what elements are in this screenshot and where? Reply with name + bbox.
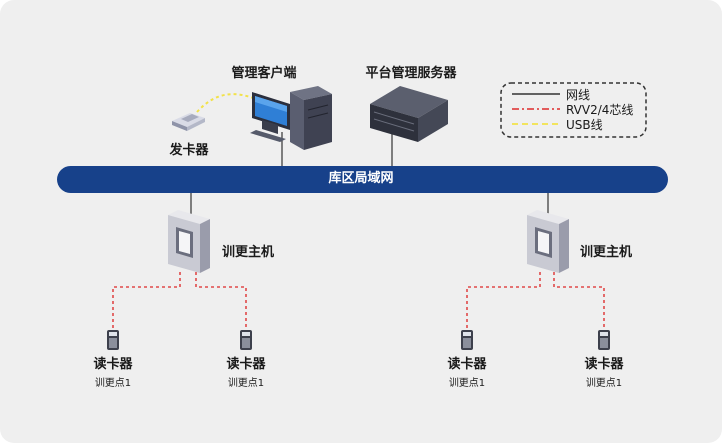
lan-bus	[57, 166, 668, 193]
legend-box	[500, 82, 647, 138]
reader-icon-3	[461, 330, 473, 350]
host-right-label: 训更主机	[580, 245, 633, 260]
usb-connection	[196, 93, 259, 113]
reader-1-label: 读卡器	[93, 357, 133, 372]
card-issuer-icon	[172, 113, 205, 131]
reader-2-sublabel: 训更点1	[227, 378, 265, 389]
reader-4-label: 读卡器	[584, 357, 624, 372]
rvv-line-left-a	[112, 272, 181, 330]
legend-network-label: 网线	[566, 88, 591, 102]
host-left-label: 训更主机	[222, 245, 275, 260]
lan-label: 库区局域网	[328, 171, 394, 186]
management-client-label: 管理客户端	[231, 66, 297, 81]
rvv-line-right-a	[466, 272, 541, 330]
card-issuer-label: 发卡器	[169, 143, 209, 158]
reader-icon-1	[107, 330, 119, 350]
reader-icon-4	[598, 330, 610, 350]
reader-icon-2	[240, 330, 252, 350]
legend-rvv-label: RVV2/4芯线	[566, 103, 634, 117]
rvv-line-left-b	[195, 272, 247, 330]
rvv-line-right-b	[553, 272, 605, 330]
platform-server-label: 平台管理服务器	[365, 66, 457, 81]
reader-1-sublabel: 训更点1	[94, 378, 132, 389]
host-left-icon	[168, 210, 210, 273]
host-right-icon	[527, 210, 569, 273]
computer-icon	[250, 86, 332, 150]
reader-2-label: 读卡器	[226, 357, 266, 372]
legend-usb-label: USB线	[566, 118, 603, 132]
reader-3-sublabel: 训更点1	[448, 378, 486, 389]
reader-3-label: 读卡器	[447, 357, 487, 372]
reader-4-sublabel: 训更点1	[585, 378, 623, 389]
server-icon	[370, 86, 448, 142]
